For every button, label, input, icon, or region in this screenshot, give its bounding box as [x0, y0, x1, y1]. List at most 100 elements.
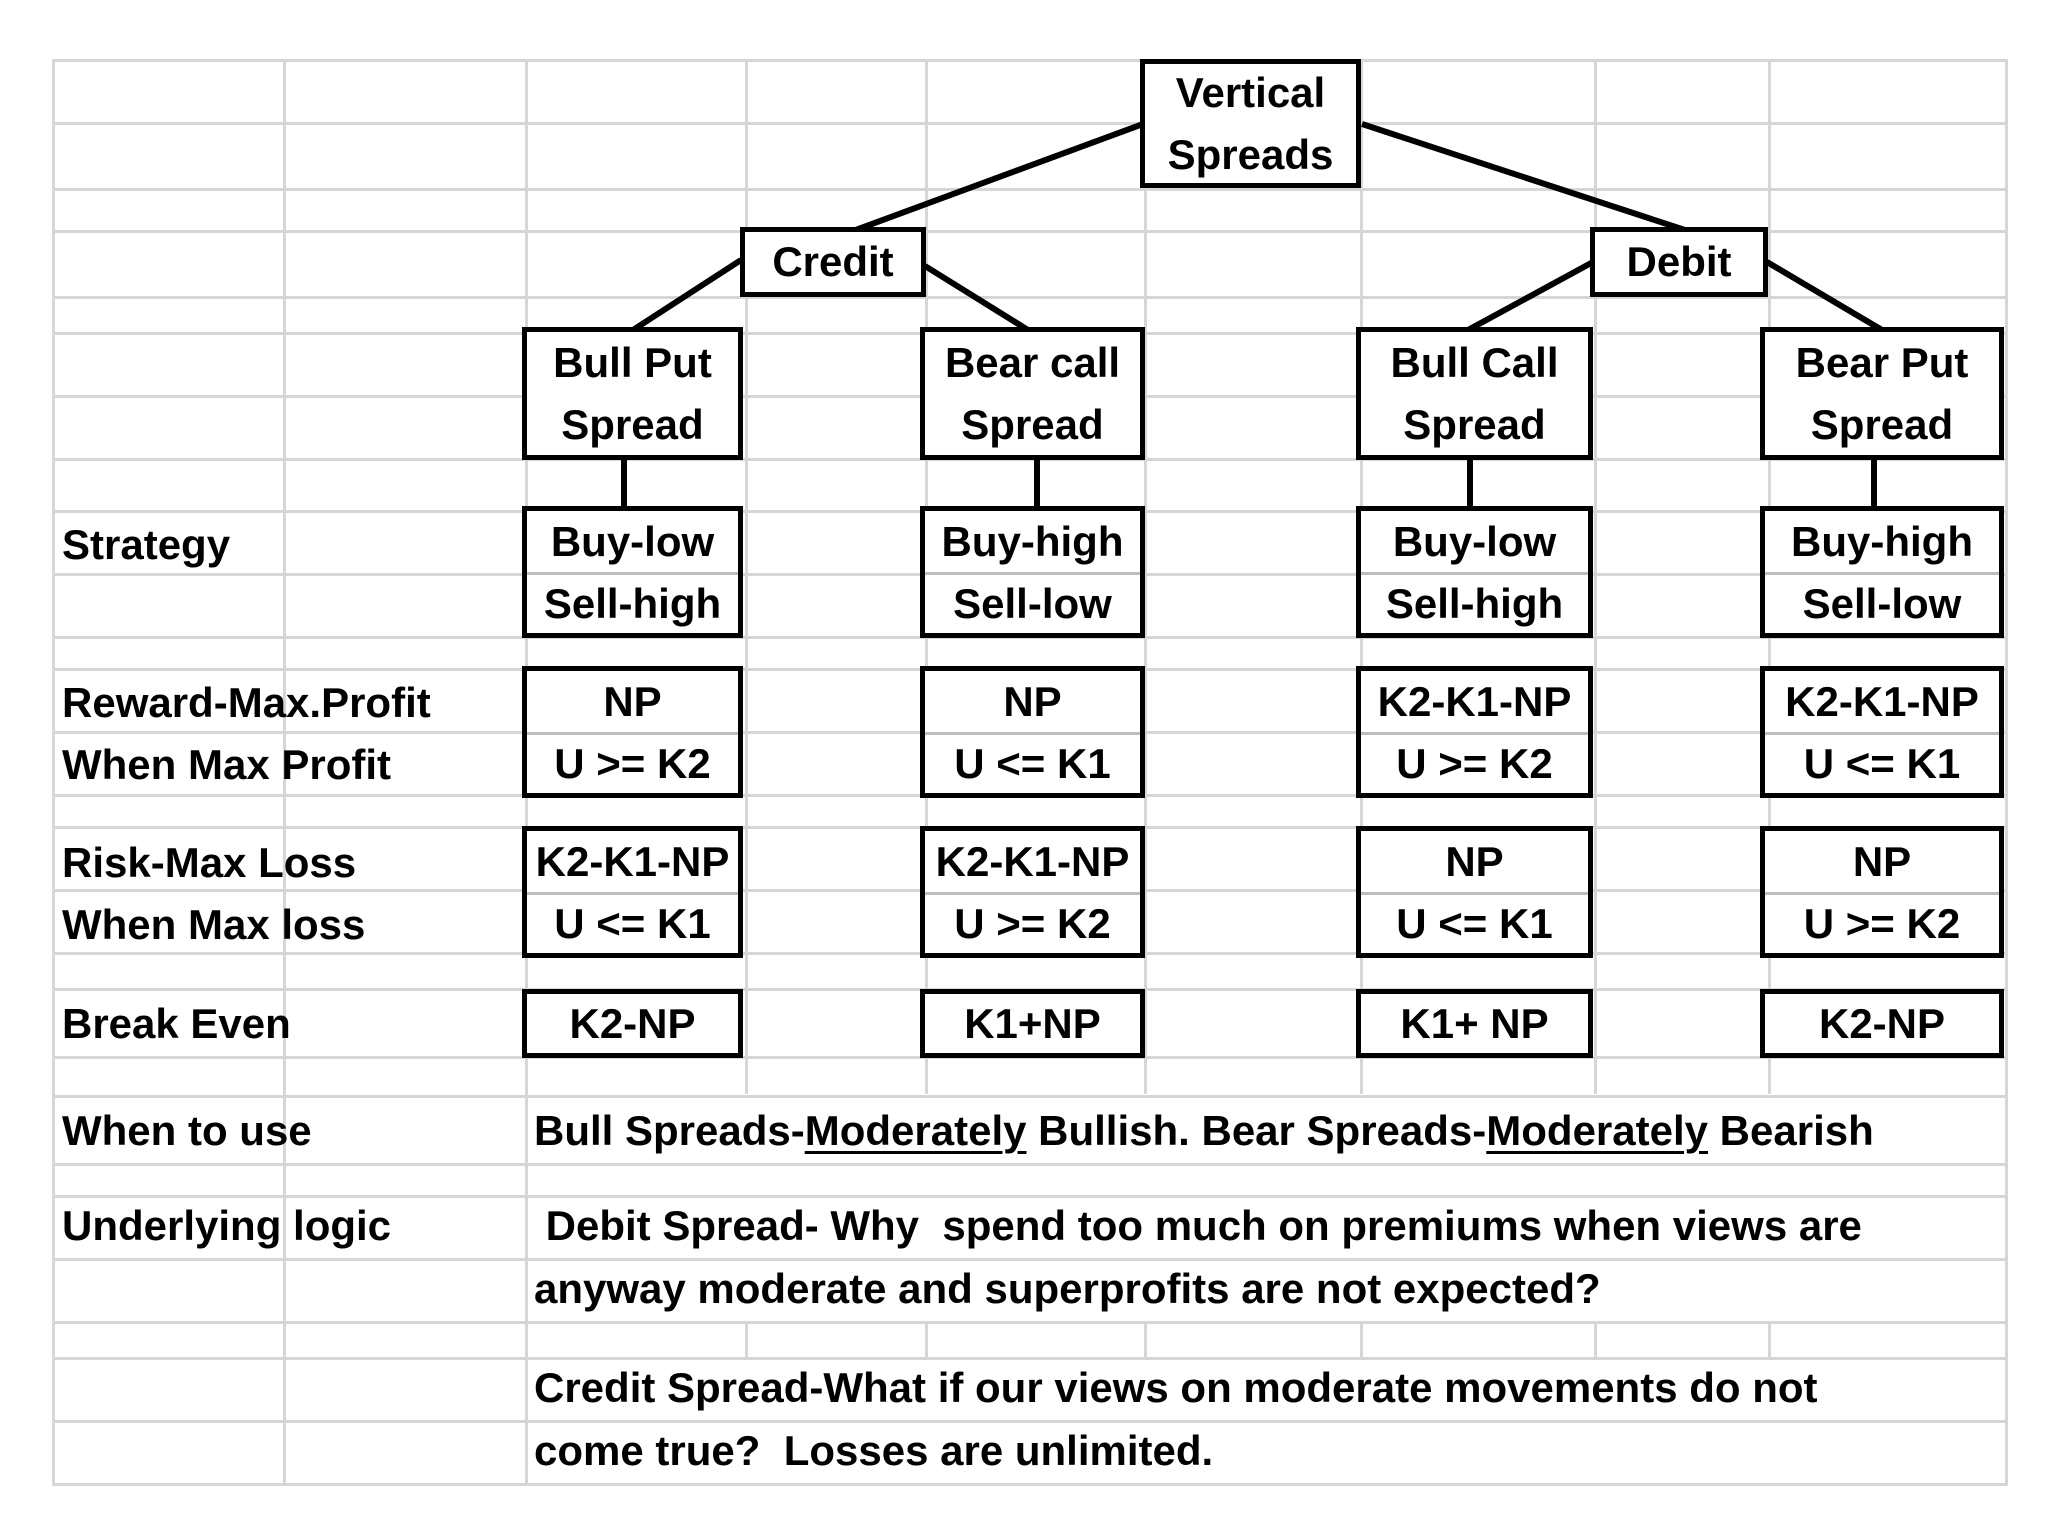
strategy-bottom: Sell-high [1385, 580, 1564, 627]
bull-call-spread-box: Bull Call Spread [1356, 327, 1593, 460]
debit-logic-line2: anyway moderate and superprofits are not… [534, 1265, 1601, 1312]
when-to-use-part1: Bull Spreads- [534, 1107, 805, 1154]
bull-put-line2: Spread [561, 400, 704, 448]
gridline [745, 59, 748, 1094]
profit-condition: U >= K2 [554, 740, 711, 787]
gridline [52, 1163, 2008, 1166]
bear-call-line1: Bear call [944, 338, 1121, 386]
risk-box-bear-put: NP U >= K2 [1760, 826, 2004, 958]
gridline [52, 59, 55, 1486]
row-label-when-max-loss: When Max loss [62, 901, 366, 948]
bull-put-line1: Bull Put [553, 338, 712, 386]
gridline [1360, 1321, 1363, 1357]
row-label-reward: Reward-Max.Profit [62, 679, 431, 726]
break-even-box-bear-put: K2-NP [1760, 989, 2004, 1058]
when-to-use-part3: Bullish. Bear Spreads- [1026, 1107, 1487, 1154]
gridline [52, 1321, 2008, 1324]
reward-value: NP [603, 677, 662, 725]
gridline [745, 1321, 748, 1357]
gridline [1594, 59, 1597, 1094]
cell-divider [1765, 892, 1999, 895]
cell-divider [1361, 892, 1588, 895]
cell-divider [925, 732, 1140, 735]
loss-condition: U >= K2 [954, 900, 1111, 947]
gridline [52, 59, 2008, 62]
row-label-when-max-profit: When Max Profit [62, 741, 392, 788]
credit-label: Credit [772, 238, 894, 285]
bull-call-line2: Spread [1403, 400, 1546, 448]
risk-value: K2-K1-NP [535, 837, 730, 885]
risk-value: NP [1445, 837, 1504, 885]
bear-put-spread-box: Bear Put Spread [1760, 327, 2004, 460]
gridline [52, 188, 2008, 191]
profit-condition: U <= K1 [1803, 740, 1961, 787]
risk-value: K2-K1-NP [935, 837, 1130, 885]
gridline [52, 296, 2008, 299]
connector-root-credit [851, 121, 1145, 234]
profit-condition: U <= K1 [954, 740, 1111, 787]
credit-box: Credit [740, 227, 926, 297]
loss-condition: U <= K1 [1396, 900, 1553, 947]
cell-divider [527, 892, 738, 895]
when-to-use-text: Bull Spreads-Moderately Bullish. Bear Sp… [534, 1101, 1874, 1161]
bear-call-line2: Spread [961, 400, 1104, 448]
strategy-box-bear-put: Buy-high Sell-low [1760, 506, 2004, 638]
cell-divider [1765, 732, 1999, 735]
debit-logic-line1: Debit Spread- Why spend too much on prem… [534, 1202, 1862, 1249]
connector-debit-bull-call [1466, 259, 1595, 333]
row-label-when-to-use: When to use [62, 1107, 312, 1154]
gridline [925, 1321, 928, 1357]
gridline [52, 1483, 2008, 1486]
vertical-spreads-line2: Spreads [1167, 130, 1334, 178]
credit-logic-line2: come true? Losses are unlimited. [534, 1427, 1214, 1474]
reward-box-bear-put: K2-K1-NP U <= K1 [1760, 666, 2004, 798]
when-to-use-emphasis-bullish: Moderately [804, 1107, 1027, 1154]
strategy-top: Buy-low [550, 517, 715, 565]
loss-condition: U >= K2 [1803, 900, 1961, 947]
vertical-spreads-line1: Vertical [1175, 68, 1326, 116]
break-even-box-bull-put: K2-NP [522, 989, 743, 1058]
bear-put-line2: Spread [1810, 400, 1954, 448]
connector-debit-bear-put [1765, 259, 1884, 333]
cell-divider [1361, 732, 1588, 735]
bear-call-spread-box: Bear call Spread [920, 327, 1145, 460]
row-label-strategy: Strategy [62, 521, 231, 568]
strategy-top: Buy-high [941, 517, 1124, 565]
gridline [52, 1420, 2008, 1423]
break-even-value: K2-NP [1818, 999, 1946, 1047]
cell-divider [925, 572, 1140, 575]
gridline [52, 122, 2008, 125]
credit-logic-line1: Credit Spread-What if our views on moder… [534, 1364, 1818, 1411]
risk-box-bear-call: K2-K1-NP U >= K2 [920, 826, 1145, 958]
vertical-spreads-box: Vertical Spreads [1140, 59, 1361, 188]
cell-divider [1765, 572, 1999, 575]
strategy-top: Buy-low [1392, 517, 1557, 565]
reward-box-bear-call: NP U <= K1 [920, 666, 1145, 798]
when-to-use-emphasis-bearish: Moderately [1486, 1107, 1709, 1154]
gridline [52, 1195, 2008, 1198]
bear-put-line1: Bear Put [1795, 338, 1969, 386]
gridline [52, 1258, 2008, 1261]
connector-root-debit [1361, 121, 1689, 234]
when-to-use-part5: Bearish [1708, 1107, 1874, 1154]
reward-box-bull-put: NP U >= K2 [522, 666, 743, 798]
bull-put-spread-box: Bull Put Spread [522, 327, 743, 460]
loss-condition: U <= K1 [554, 900, 711, 947]
gridline [52, 230, 2008, 233]
gridline [283, 59, 286, 1486]
cell-divider [925, 892, 1140, 895]
strategy-box-bull-put: Buy-low Sell-high [522, 506, 743, 638]
row-label-break-even: Break Even [62, 1000, 291, 1047]
gridline [1594, 1321, 1597, 1357]
debit-box: Debit [1590, 227, 1768, 297]
break-even-value: K1+ NP [1400, 999, 1549, 1047]
cell-divider [1361, 572, 1588, 575]
cell-divider [527, 572, 738, 575]
risk-box-bull-put: K2-K1-NP U <= K1 [522, 826, 743, 958]
strategy-top: Buy-high [1791, 517, 1973, 565]
cell-divider [527, 732, 738, 735]
break-even-value: K2-NP [569, 999, 696, 1047]
reward-value: NP [1003, 677, 1062, 725]
